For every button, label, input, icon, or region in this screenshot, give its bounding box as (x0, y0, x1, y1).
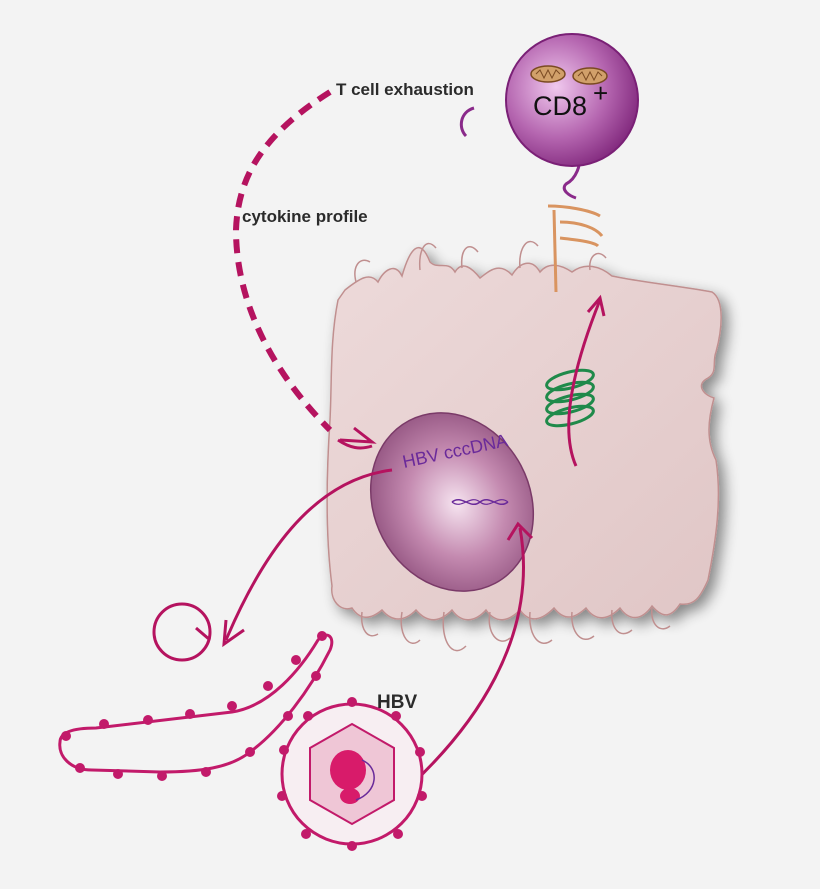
cd8-label: CD8 (533, 91, 588, 121)
mhc-receptor-icon (547, 204, 604, 293)
infection-arrow (408, 521, 534, 788)
cytokine-profile-label: cytokine profile (242, 207, 368, 226)
hbv-label: HBV (377, 692, 418, 713)
cd8-t-cell-icon (459, 33, 639, 200)
subviral-sphere-icon (152, 602, 212, 662)
secretion-arrow (222, 468, 393, 648)
hbv-virion-icon (277, 697, 427, 851)
t-cell-exhaustion-label: T cell exhaustion (336, 80, 474, 99)
hbsag-filament-icon (58, 631, 334, 781)
mitochondria-icon (530, 65, 608, 85)
exhaustion-arrow (232, 89, 377, 450)
nucleus-icon: HBV cccDNA (369, 412, 535, 592)
presentation-arrow (567, 294, 606, 467)
cd8-plus-superscript: + (593, 78, 609, 108)
